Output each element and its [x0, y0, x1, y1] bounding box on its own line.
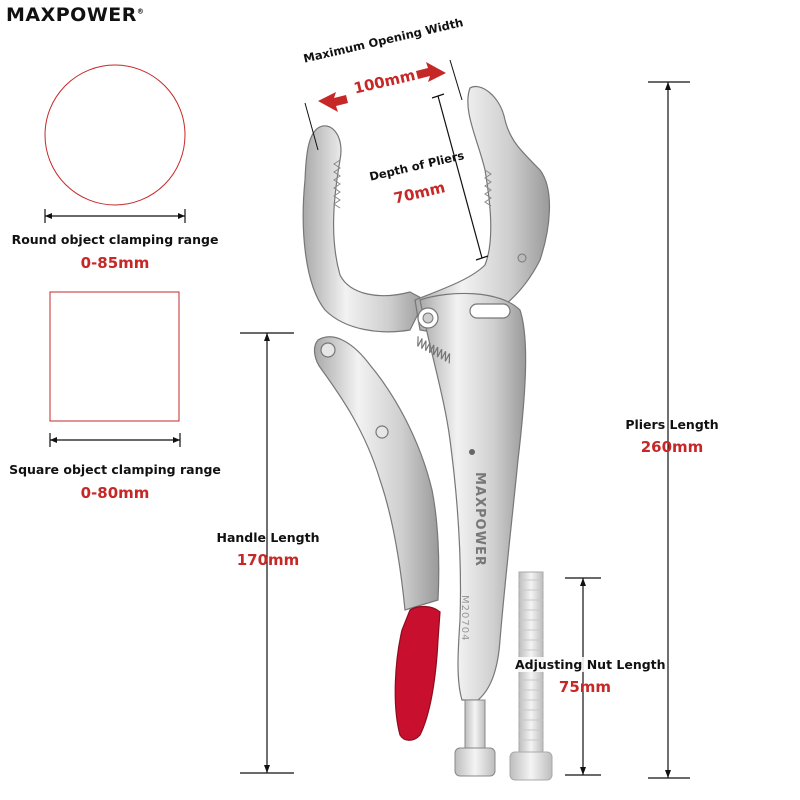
moving-handle [313, 336, 440, 611]
round-range-value: 0-85mm [80, 254, 150, 272]
square-range-label: Square object clamping range [9, 462, 221, 477]
round-range-label: Round object clamping range [11, 232, 219, 247]
nut-length-label: Adjusting Nut Length [515, 657, 666, 672]
circle-outline-icon [44, 64, 186, 206]
upper-jaw [302, 125, 426, 333]
handle-length-value: 170mm [236, 551, 300, 569]
adjusting-screw-icon [509, 571, 553, 781]
depth-dimension-line [431, 93, 489, 261]
opening-width-arrows [304, 59, 463, 151]
handle-length-line [240, 332, 294, 774]
handle-knob [454, 747, 496, 777]
spring [417, 336, 451, 364]
opening-right-arrow-icon [416, 62, 446, 82]
square-dimension-line [49, 433, 181, 447]
nut-length-line [565, 577, 601, 776]
fixed-handle [419, 292, 527, 701]
square-range-value: 0-80mm [80, 484, 150, 502]
opening-left-arrow-icon [318, 92, 348, 112]
engraved-model: M20704 [459, 595, 470, 641]
pliers-length-line [648, 81, 690, 779]
engraved-brand: MAXPOWER [472, 472, 487, 567]
pliers-length-value: 260mm [640, 438, 704, 456]
brand-logo: MAXPOWER® [6, 4, 144, 26]
handle-length-label: Handle Length [216, 530, 320, 545]
locking-pliers-illustration: MAXPOWER M20704 [302, 86, 550, 777]
pliers-length-label: Pliers Length [625, 417, 719, 432]
square-outline-icon [49, 291, 180, 422]
nut-length-value: 75mm [558, 678, 612, 696]
registered-mark: ® [136, 7, 145, 16]
red-grip [394, 605, 441, 741]
round-dimension-line [44, 209, 186, 223]
brand-logo-text: MAXPOWER [6, 4, 137, 26]
handle-screw-shaft [464, 699, 486, 749]
